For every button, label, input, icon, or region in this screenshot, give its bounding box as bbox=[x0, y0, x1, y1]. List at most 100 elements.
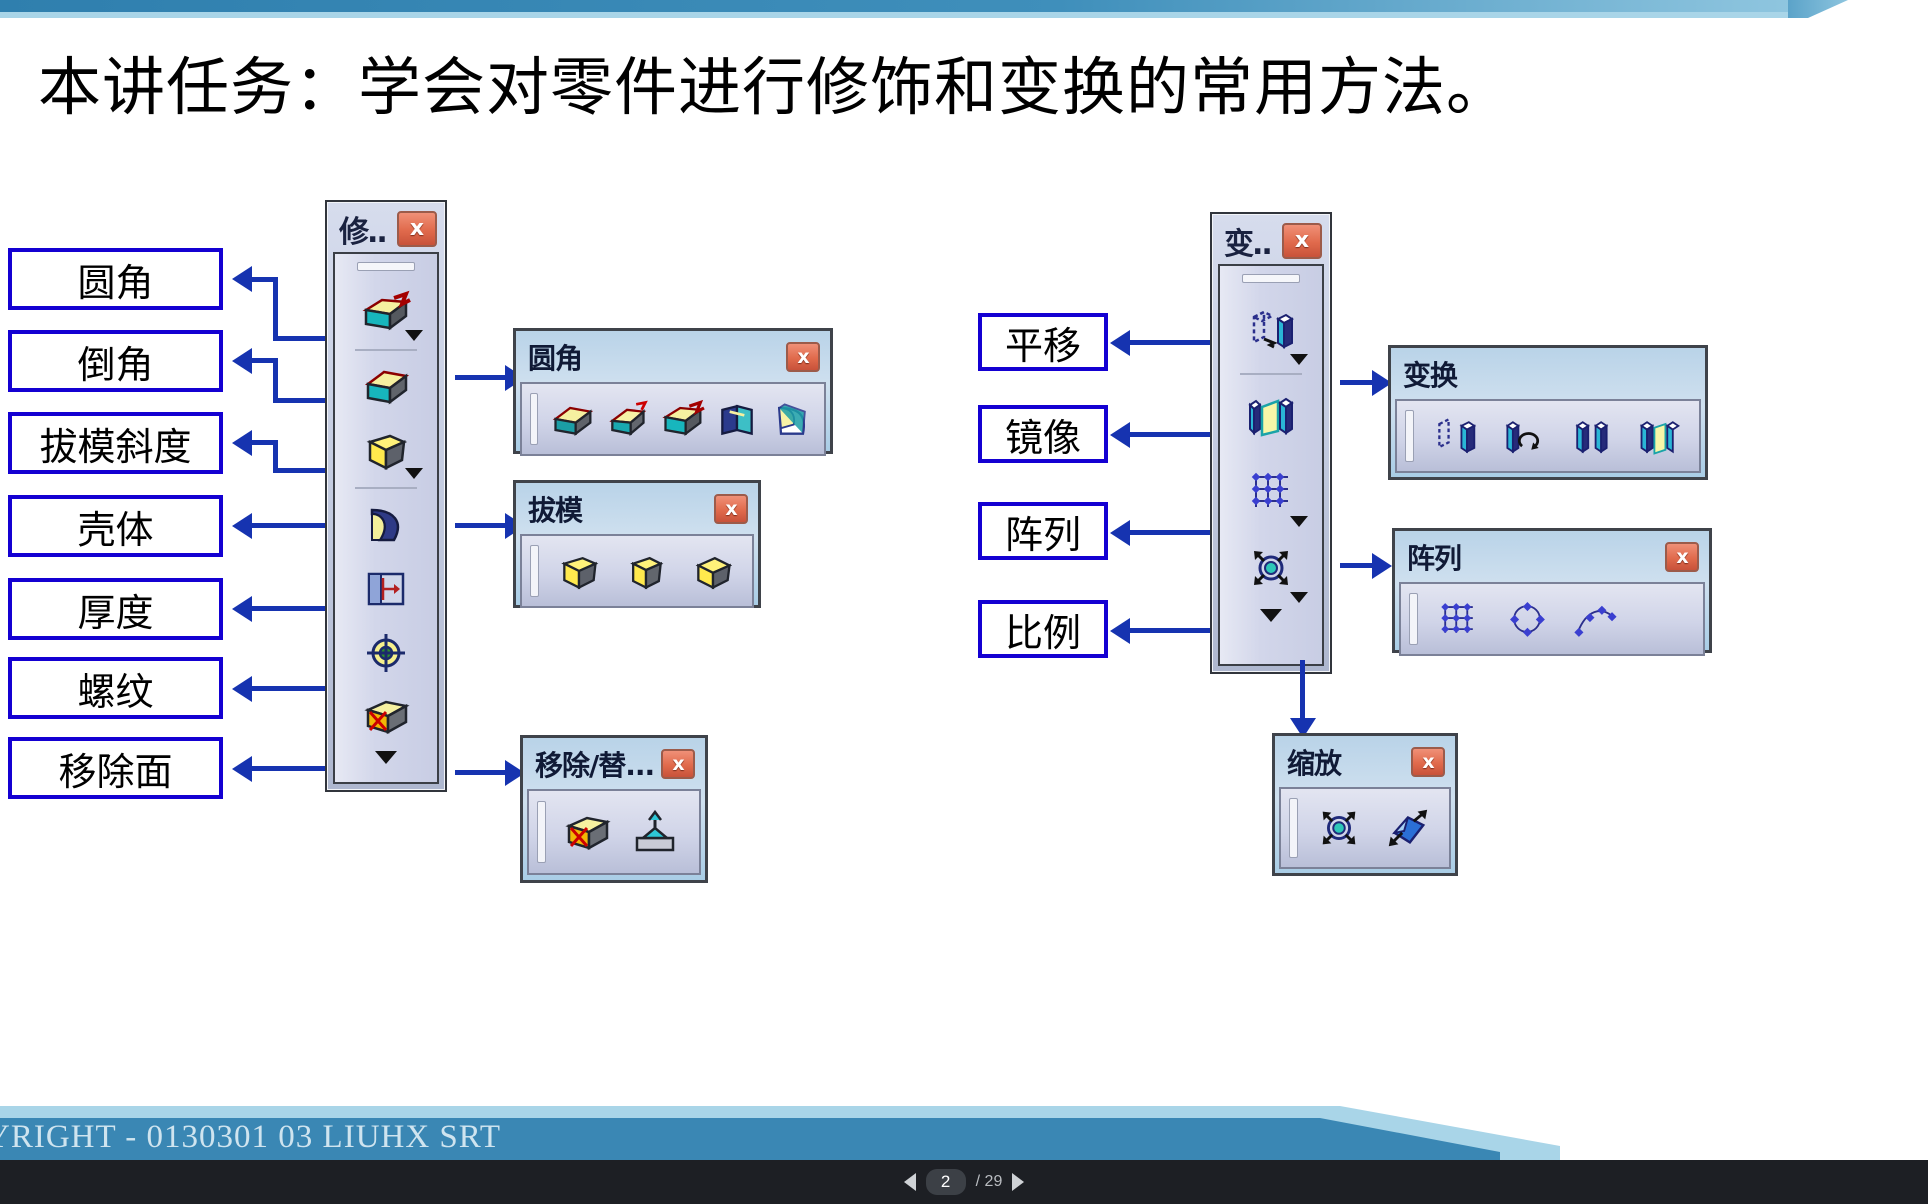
pattern-popup-header[interactable]: 阵列 x bbox=[1399, 535, 1705, 582]
fillet-edge-icon bbox=[552, 406, 594, 436]
fillet-icon bbox=[362, 290, 411, 331]
modify-toolbar[interactable]: 修.. x bbox=[325, 200, 447, 792]
fillet-popup[interactable]: 圆角 x bbox=[513, 328, 833, 456]
bottom-decor: YRIGHT - 0130301 03 LIUHX SRT bbox=[0, 1094, 1928, 1204]
popup-button-curve-pattern[interactable] bbox=[1564, 590, 1626, 648]
callout-label-text: 阵列 bbox=[1004, 512, 1081, 557]
callout-label-remove-face: 移除面 bbox=[8, 737, 223, 799]
popup-button-rotate-body[interactable] bbox=[1492, 407, 1554, 465]
close-icon[interactable]: x bbox=[1411, 747, 1445, 777]
popup-button-fillet-face[interactable] bbox=[657, 390, 706, 448]
fillet-popup-header[interactable]: 圆角 x bbox=[520, 335, 826, 382]
current-page[interactable]: 2 bbox=[925, 1169, 966, 1195]
toolbar-button-pattern[interactable] bbox=[1236, 455, 1308, 529]
chevron-down-icon[interactable] bbox=[1290, 516, 1308, 527]
chevron-down-icon[interactable] bbox=[1290, 592, 1308, 603]
fillet-popup-row bbox=[520, 382, 826, 456]
connector-line bbox=[273, 442, 278, 472]
toolbar-button-thread[interactable] bbox=[351, 621, 421, 683]
connector-line bbox=[1130, 628, 1280, 633]
chevron-down-icon[interactable] bbox=[1290, 354, 1308, 365]
connector-line bbox=[252, 606, 344, 611]
toolbar-button-shell[interactable] bbox=[351, 493, 421, 555]
close-icon[interactable]: x bbox=[661, 749, 695, 779]
draft-popup-header[interactable]: 拔模 x bbox=[520, 487, 754, 534]
toolbar-button-remove-face[interactable] bbox=[351, 685, 421, 747]
connector-arrow-icon bbox=[232, 266, 252, 292]
scale-popup[interactable]: 缩放 x bbox=[1272, 733, 1458, 876]
toolbar-button-chamfer[interactable] bbox=[351, 355, 421, 417]
toolbar-button-thickness[interactable] bbox=[351, 557, 421, 619]
toolbar-button-fillet[interactable] bbox=[351, 281, 423, 343]
draft-popup-row bbox=[520, 534, 754, 608]
toolbar-button-mirror[interactable] bbox=[1236, 379, 1306, 453]
remove-face-icon bbox=[565, 816, 611, 851]
connector-line bbox=[252, 358, 278, 363]
scroll-down-icon[interactable] bbox=[375, 751, 397, 764]
toolbar-button-move[interactable] bbox=[1236, 293, 1308, 367]
popup-button-draft-split[interactable] bbox=[616, 542, 677, 600]
transform-toolbar-header[interactable]: 变.. x bbox=[1216, 218, 1326, 264]
remove-replace-popup-header[interactable]: 移除/替... x bbox=[527, 742, 701, 789]
close-icon[interactable]: x bbox=[1282, 223, 1322, 259]
modify-toolbar-header[interactable]: 修.. x bbox=[331, 206, 441, 252]
close-icon[interactable]: x bbox=[714, 494, 748, 524]
draft-popup-title: 拔模 bbox=[528, 494, 583, 527]
popup-button-rect-pattern[interactable] bbox=[1428, 590, 1490, 648]
connector-line bbox=[252, 686, 344, 691]
remove-replace-popup[interactable]: 移除/替... x bbox=[520, 735, 708, 883]
popup-button-draft-body[interactable] bbox=[683, 542, 744, 600]
transform-popup-header[interactable]: 变换 bbox=[1395, 352, 1701, 399]
callout-label-chamfer: 倒角 bbox=[8, 330, 223, 392]
popup-button-fillet-blend[interactable] bbox=[767, 390, 816, 448]
transform-popup[interactable]: 变换 bbox=[1388, 345, 1708, 480]
close-icon[interactable]: x bbox=[786, 342, 820, 372]
drag-grip[interactable] bbox=[1242, 274, 1300, 283]
thickness-icon bbox=[367, 572, 405, 606]
popup-button-circ-pattern[interactable] bbox=[1496, 590, 1558, 648]
draft-popup[interactable]: 拔模 x bbox=[513, 480, 761, 608]
drag-grip[interactable] bbox=[1409, 593, 1418, 645]
popup-button-move-copy[interactable] bbox=[1560, 407, 1622, 465]
drag-grip[interactable] bbox=[1289, 798, 1298, 858]
drag-grip[interactable] bbox=[530, 393, 538, 445]
chevron-down-icon[interactable] bbox=[405, 468, 423, 479]
popup-button-fillet-full[interactable] bbox=[712, 390, 761, 448]
next-arrow-icon[interactable] bbox=[1012, 1173, 1025, 1191]
popup-button-fillet-edge[interactable] bbox=[548, 390, 597, 448]
popup-button-move-body[interactable] bbox=[1424, 407, 1486, 465]
replace-face-icon bbox=[635, 809, 675, 852]
toolbar-button-draft[interactable] bbox=[351, 419, 423, 481]
close-icon[interactable]: x bbox=[1665, 542, 1699, 572]
connector-arrow-icon bbox=[232, 676, 252, 702]
popup-button-draft-basic[interactable] bbox=[549, 542, 610, 600]
pattern-popup-title: 阵列 bbox=[1407, 542, 1462, 575]
scale-popup-header[interactable]: 缩放 x bbox=[1279, 740, 1451, 787]
transform-toolbar[interactable]: 变.. x bbox=[1210, 212, 1332, 674]
shell-icon bbox=[370, 508, 400, 542]
connector-arrow-icon bbox=[1110, 520, 1130, 546]
connector-arrow-icon bbox=[232, 348, 252, 374]
close-icon[interactable]: x bbox=[397, 211, 437, 247]
callout-label-text: 移除面 bbox=[58, 749, 173, 794]
drag-grip[interactable] bbox=[357, 262, 415, 271]
prev-arrow-icon[interactable] bbox=[903, 1173, 916, 1191]
connector-arrow-icon bbox=[1372, 553, 1392, 579]
popup-button-mirror-body[interactable] bbox=[1628, 407, 1690, 465]
chevron-down-icon[interactable] bbox=[405, 330, 423, 341]
callout-label-thickness: 厚度 bbox=[8, 578, 223, 640]
drag-grip[interactable] bbox=[530, 545, 539, 597]
popup-button-remove-face[interactable] bbox=[556, 803, 618, 861]
popup-button-fillet-variable[interactable] bbox=[602, 390, 651, 448]
popup-button-scale-uniform[interactable] bbox=[1308, 799, 1370, 857]
popup-button-replace-face[interactable] bbox=[624, 803, 686, 861]
draft-split-icon bbox=[630, 556, 664, 590]
scale-popup-title: 缩放 bbox=[1287, 747, 1342, 780]
scroll-down-icon[interactable] bbox=[1260, 609, 1282, 622]
pattern-popup[interactable]: 阵列 x bbox=[1392, 528, 1712, 656]
toolbar-button-scale[interactable] bbox=[1236, 531, 1308, 605]
connector-line bbox=[273, 279, 278, 341]
drag-grip[interactable] bbox=[537, 801, 546, 863]
popup-button-scale-nonuniform[interactable] bbox=[1376, 799, 1438, 857]
drag-grip[interactable] bbox=[1405, 410, 1414, 462]
